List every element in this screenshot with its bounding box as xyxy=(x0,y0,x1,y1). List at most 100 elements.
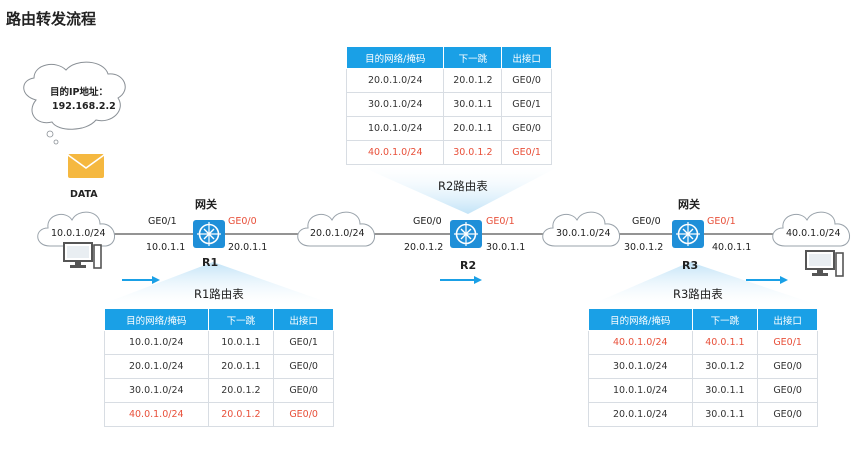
r1-name: R1 xyxy=(202,256,219,269)
cell-iface: GE0/0 xyxy=(757,402,818,427)
cell-dest: 40.0.1.0/24 xyxy=(104,402,209,427)
router-r1-icon xyxy=(192,219,226,249)
r1-header-iface: 出接口 xyxy=(273,308,334,331)
bubble-line-1: 目的IP地址： xyxy=(50,87,108,98)
page-title: 路由转发流程 xyxy=(6,10,97,28)
r3-table-caption: R3路由表 xyxy=(673,287,723,301)
cell-next: 30.0.1.2 xyxy=(691,354,759,379)
network-label-n1: 10.0.1.0/24 xyxy=(51,228,106,239)
cell-dest: 10.0.1.0/24 xyxy=(345,116,445,141)
r2-table-funnel xyxy=(360,166,560,214)
r3-header-next: 下一跳 xyxy=(691,308,759,331)
r2-header-dest: 目的网络/掩码 xyxy=(345,46,445,69)
bubble-line-2: 192.168.2.2 xyxy=(52,101,116,112)
router-r3-icon xyxy=(671,219,705,249)
r3-table-funnel xyxy=(590,262,818,305)
r1-table-funnel xyxy=(100,262,335,305)
r3-right-ip: 40.0.1.1 xyxy=(712,242,752,253)
r3-header-dest: 目的网络/掩码 xyxy=(588,308,693,331)
r2-left-interface: GE0/0 xyxy=(413,216,442,227)
cell-next: 20.0.1.1 xyxy=(207,354,275,379)
r2-table-caption: R2路由表 xyxy=(438,179,488,193)
r3-gateway-label: 网关 xyxy=(678,198,700,211)
cell-next: 10.0.1.1 xyxy=(207,330,275,355)
r2-header-iface: 出接口 xyxy=(501,46,552,69)
cell-next: 20.0.1.1 xyxy=(443,116,503,141)
cell-dest: 10.0.1.0/24 xyxy=(588,378,693,403)
cell-next: 30.0.1.1 xyxy=(691,378,759,403)
cell-iface: GE0/0 xyxy=(757,354,818,379)
r2-right-interface: GE0/1 xyxy=(486,216,515,227)
r3-header-iface: 出接口 xyxy=(757,308,818,331)
r2-name: R2 xyxy=(460,259,477,272)
cell-next: 40.0.1.1 xyxy=(691,330,759,355)
cell-iface: GE0/1 xyxy=(273,330,334,355)
data-label: DATA xyxy=(70,189,98,200)
r2-right-ip: 30.0.1.1 xyxy=(486,242,526,253)
cell-dest: 20.0.1.0/24 xyxy=(345,68,445,93)
cell-iface: GE0/0 xyxy=(273,378,334,403)
cell-dest: 20.0.1.0/24 xyxy=(588,402,693,427)
cell-dest: 40.0.1.0/24 xyxy=(588,330,693,355)
cell-dest: 30.0.1.0/24 xyxy=(104,378,209,403)
cell-next: 30.0.1.1 xyxy=(443,92,503,117)
envelope-icon xyxy=(67,154,105,178)
r2-left-ip: 20.0.1.2 xyxy=(404,242,444,253)
r3-left-interface: GE0/0 xyxy=(632,216,661,227)
cell-dest: 30.0.1.0/24 xyxy=(588,354,693,379)
cell-iface: GE0/0 xyxy=(501,116,552,141)
packet-bubble xyxy=(23,61,126,130)
cell-next: 30.0.1.2 xyxy=(443,140,503,165)
cell-iface: GE0/0 xyxy=(501,68,552,93)
cell-iface: GE0/1 xyxy=(757,330,818,355)
cell-next: 20.0.1.2 xyxy=(443,68,503,93)
r1-left-interface: GE0/1 xyxy=(148,216,177,227)
flow-arrow-1 xyxy=(122,276,160,284)
r1-right-ip: 20.0.1.1 xyxy=(228,242,268,253)
cell-iface: GE0/0 xyxy=(273,402,334,427)
r2-header-next: 下一跳 xyxy=(443,46,503,69)
cell-next: 20.0.1.2 xyxy=(207,378,275,403)
r3-right-interface: GE0/1 xyxy=(707,216,736,227)
cell-dest: 20.0.1.0/24 xyxy=(104,354,209,379)
r1-left-ip: 10.0.1.1 xyxy=(146,242,186,253)
flow-arrow-3 xyxy=(746,276,788,284)
router-r2-icon xyxy=(449,219,483,249)
cell-iface: GE0/0 xyxy=(757,378,818,403)
cell-iface: GE0/0 xyxy=(273,354,334,379)
r1-header-next: 下一跳 xyxy=(207,308,275,331)
r3-name: R3 xyxy=(682,259,699,272)
r1-header-dest: 目的网络/掩码 xyxy=(104,308,209,331)
network-label-n4: 40.0.1.0/24 xyxy=(786,228,841,239)
cell-next: 20.0.1.2 xyxy=(207,402,275,427)
pc-right-icon xyxy=(805,250,844,277)
cell-dest: 40.0.1.0/24 xyxy=(345,140,445,165)
cell-dest: 30.0.1.0/24 xyxy=(345,92,445,117)
cell-iface: GE0/1 xyxy=(501,92,552,117)
r1-table-caption: R1路由表 xyxy=(194,287,244,301)
cell-dest: 10.0.1.0/24 xyxy=(104,330,209,355)
r3-left-ip: 30.0.1.2 xyxy=(624,242,664,253)
cell-next: 30.0.1.1 xyxy=(691,402,759,427)
network-label-n2: 20.0.1.0/24 xyxy=(310,228,365,239)
pc-left-icon xyxy=(63,242,102,269)
flow-arrow-2 xyxy=(440,276,482,284)
cell-iface: GE0/1 xyxy=(501,140,552,165)
r1-gateway-label: 网关 xyxy=(195,198,217,211)
